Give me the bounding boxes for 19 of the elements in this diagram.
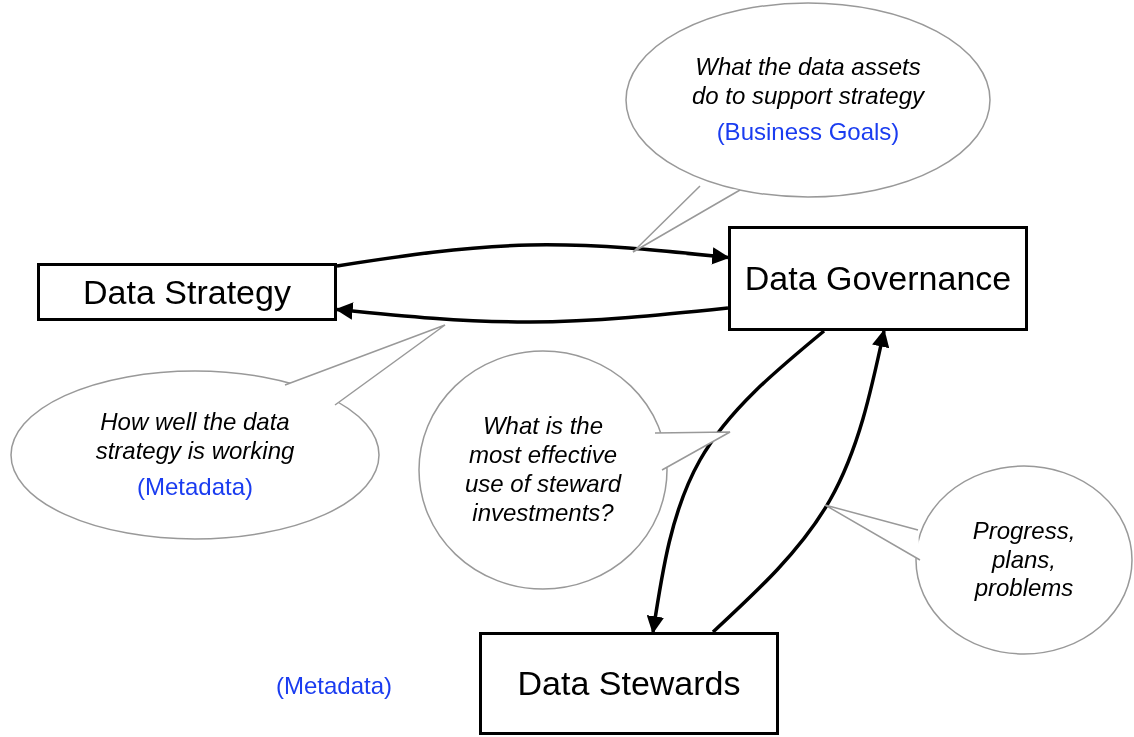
process-box [728, 226, 1028, 331]
note-text: (Business Goals) [716, 118, 900, 148]
node-text: Data Strategy [83, 271, 291, 313]
arrow [646, 329, 826, 634]
node-text: How well the data strategy is working [94, 407, 296, 466]
process-box [479, 632, 779, 735]
node-text: Progress, plans, problems [971, 516, 1077, 604]
arrow [336, 243, 730, 268]
node-text: What the data assets do to support strategy [690, 52, 926, 111]
node-text: Data Governance [744, 258, 1012, 299]
note-text: (Metadata) [276, 672, 393, 700]
node-text: Data Stewards [517, 663, 741, 704]
process-box [37, 263, 337, 321]
speech-bubble [418, 350, 668, 590]
note-text: (Metadata) [136, 473, 254, 503]
node-text: What is the most effective use of steward investments? [463, 412, 623, 528]
arrow [335, 302, 729, 324]
speech-bubble [915, 465, 1133, 655]
arrow [711, 329, 890, 634]
